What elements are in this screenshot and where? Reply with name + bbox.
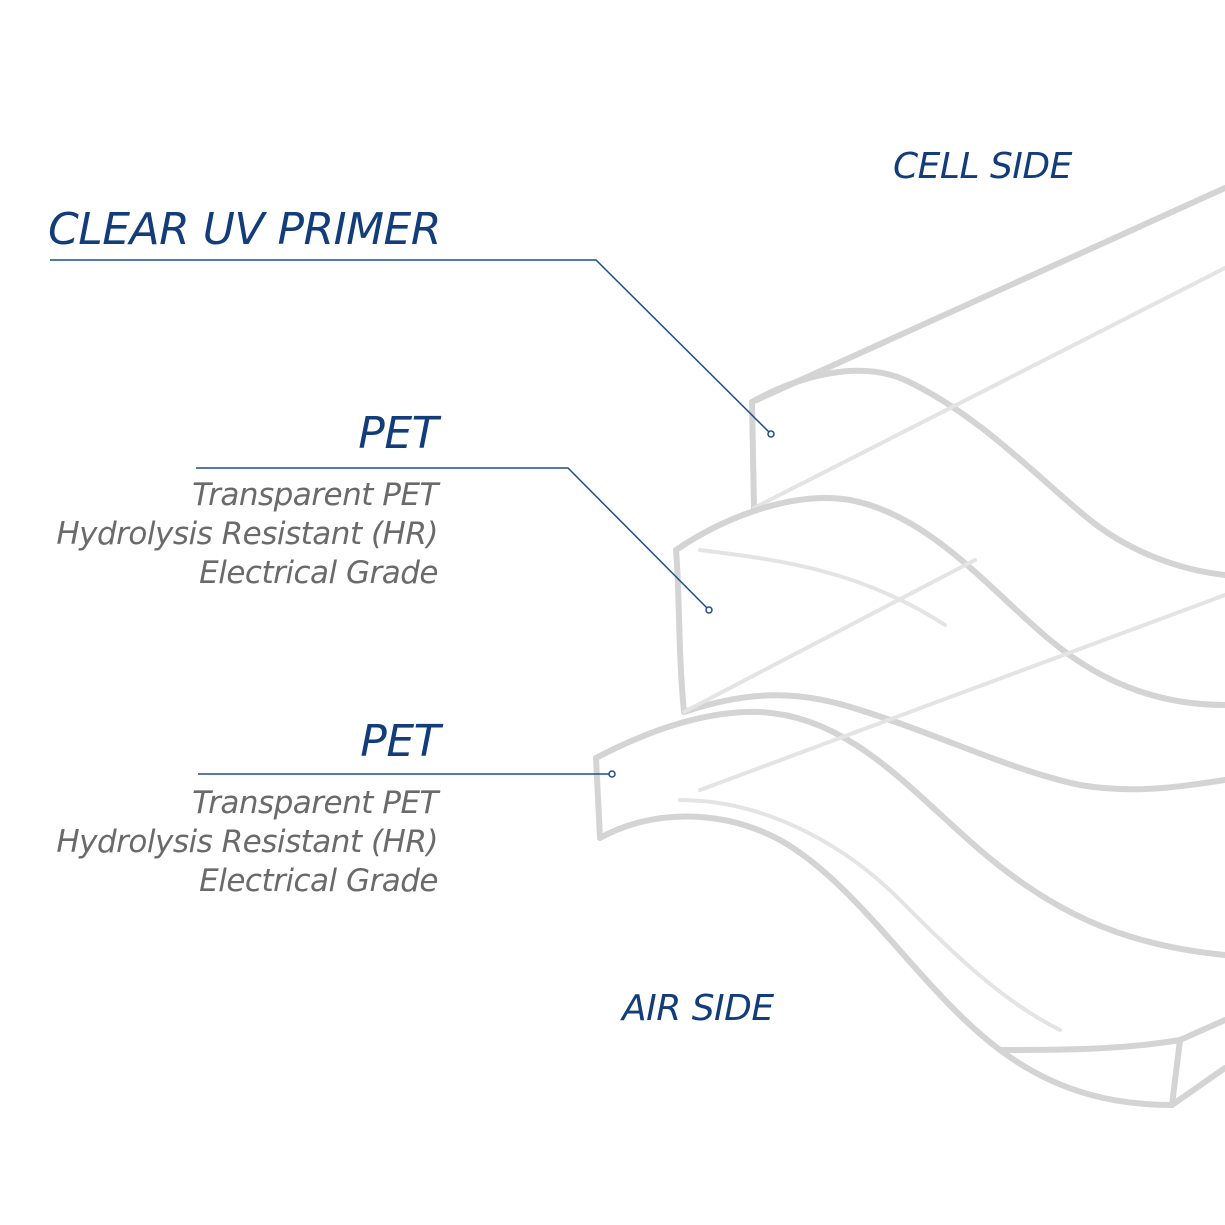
pet-layer-2-detail-grade: Electrical Grade bbox=[199, 863, 438, 899]
pet-layer-1-detail-grade: Electrical Grade bbox=[199, 555, 438, 591]
primer-layer-sheet bbox=[749, 185, 1225, 578]
pet-layer-sheet-1 bbox=[673, 495, 1225, 793]
pet-layer-1-details: Transparent PET Hydrolysis Resistant (HR… bbox=[56, 476, 438, 593]
air-side-label: AIR SIDE bbox=[622, 988, 774, 1029]
primer-layer-title: CLEAR UV PRIMER bbox=[48, 204, 441, 255]
pet-2-leader-dot bbox=[608, 770, 616, 778]
pet-1-leader-dot bbox=[705, 606, 713, 614]
pet-layer-2-detail-material: Transparent PET bbox=[192, 785, 438, 821]
pet-layer-1-detail-resistance: Hydrolysis Resistant (HR) bbox=[56, 516, 438, 552]
cell-side-label: CELL SIDE bbox=[893, 146, 1072, 187]
leader-lines bbox=[50, 259, 775, 778]
pet-layer-sheet-2 bbox=[593, 593, 1225, 1108]
primer-leader-dot bbox=[767, 430, 775, 438]
pet-layer-1-detail-material: Transparent PET bbox=[192, 477, 438, 513]
pet-layer-2-title: PET bbox=[360, 716, 440, 767]
pet-1-leader-line bbox=[196, 467, 710, 611]
pet-layer-2-detail-resistance: Hydrolysis Resistant (HR) bbox=[56, 824, 438, 860]
pet-layer-1-title: PET bbox=[358, 408, 438, 459]
pet-layer-2-details: Transparent PET Hydrolysis Resistant (HR… bbox=[56, 784, 438, 901]
primer-leader-line bbox=[50, 259, 772, 435]
